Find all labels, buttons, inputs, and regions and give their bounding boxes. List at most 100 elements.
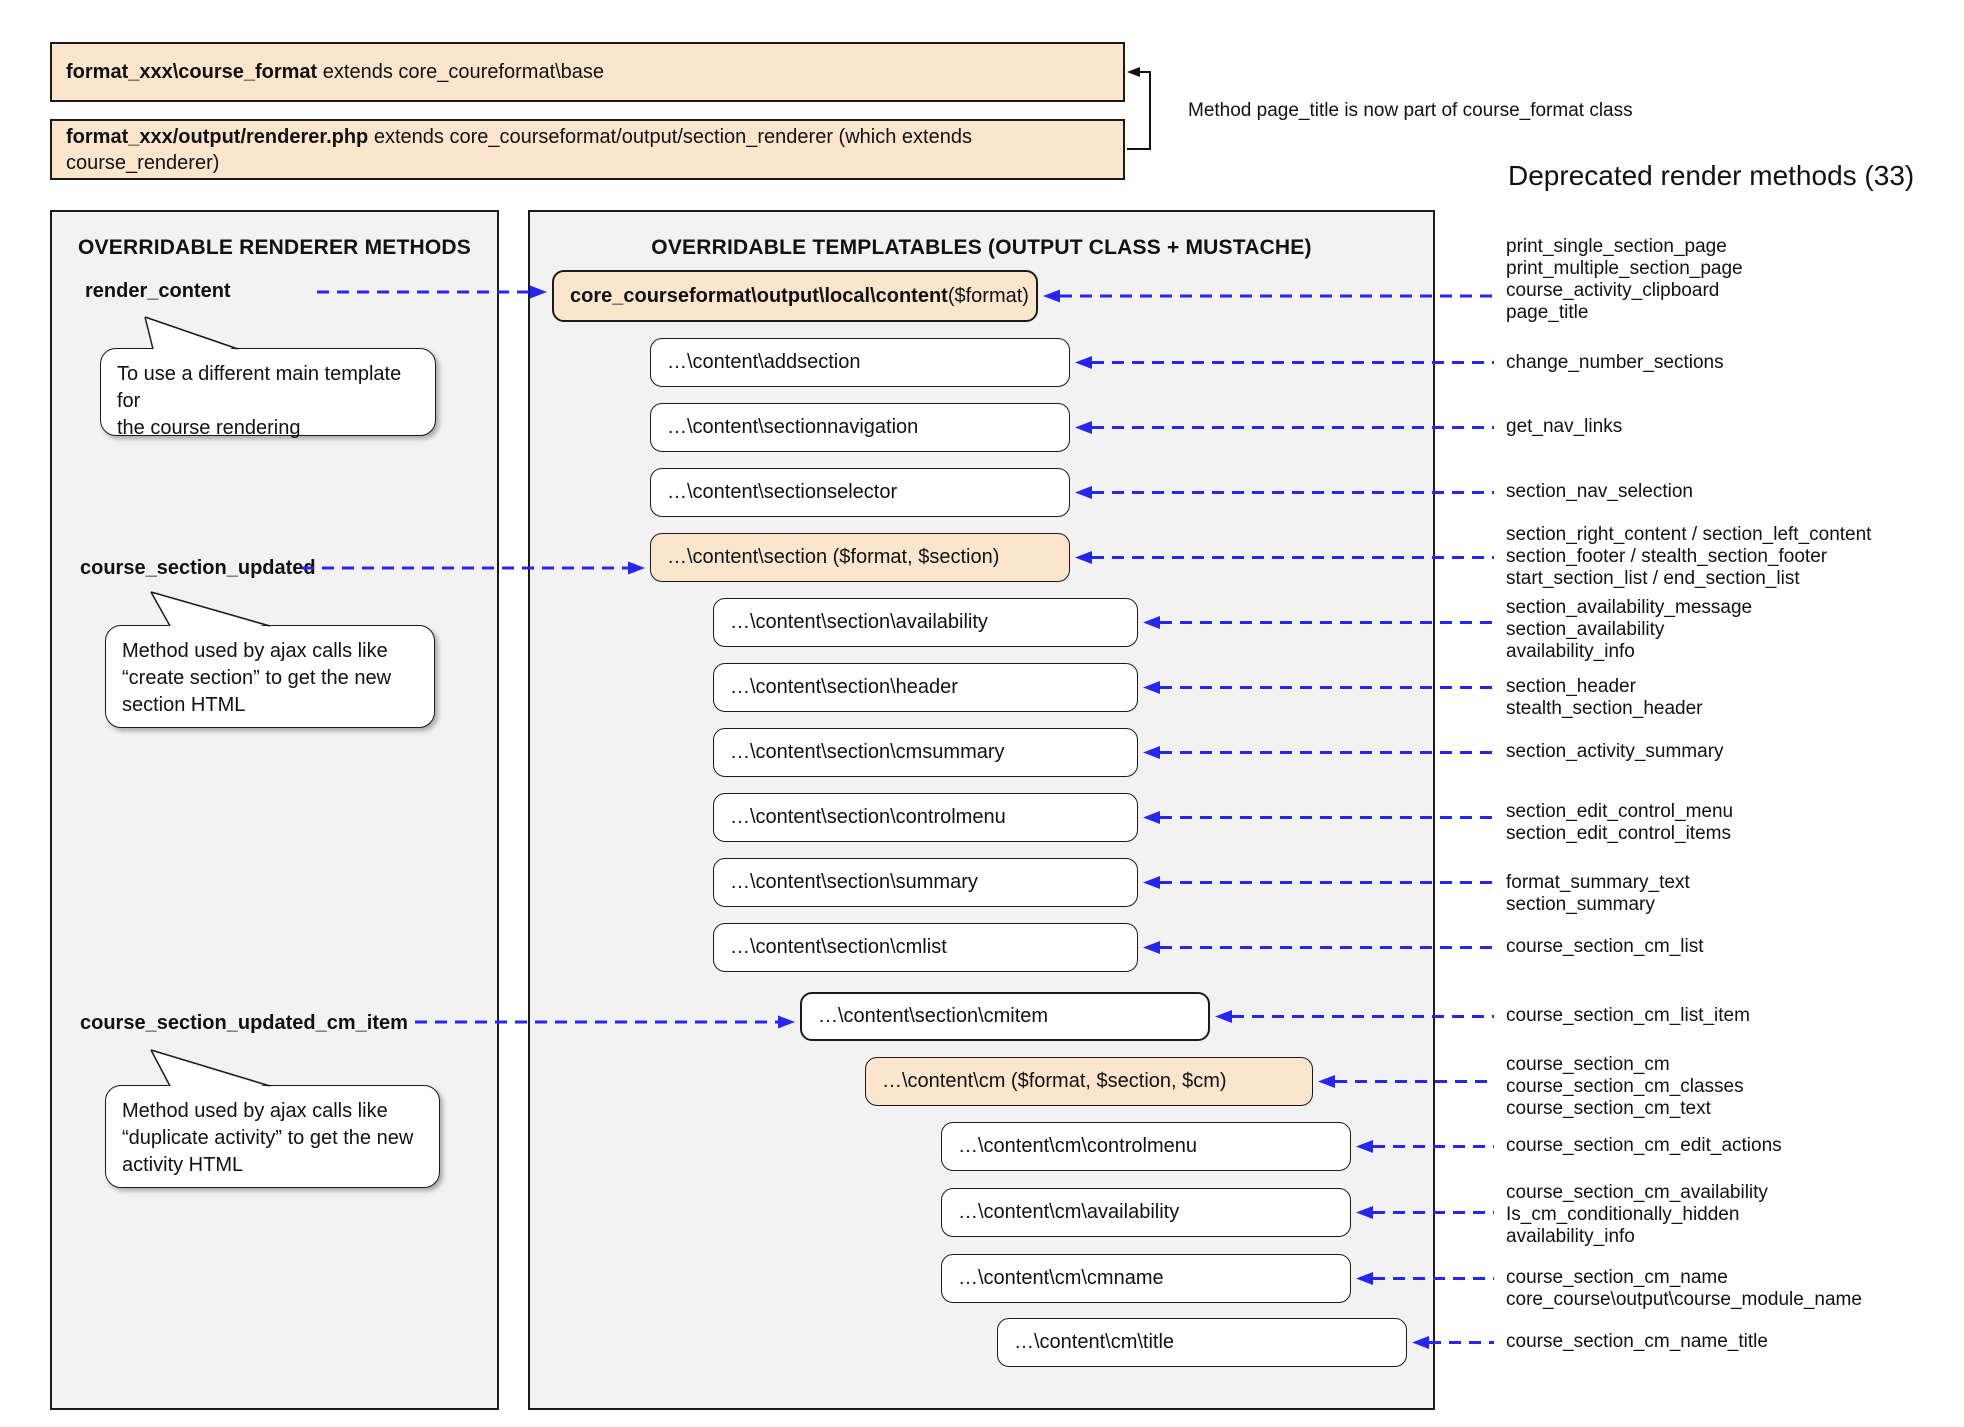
- class-box-renderer: format_xxx/output/renderer.php extends c…: [50, 119, 1125, 180]
- templatable-label: …\content\cm\cmname: [958, 1267, 1164, 1289]
- class-box-course-format: format_xxx\course_format extends core_co…: [50, 42, 1125, 102]
- deprecated-method-name: availability_info: [1506, 641, 1635, 662]
- deprecated-method-group: course_section_cm_list_item: [1506, 1005, 1750, 1027]
- templatable-box: …\content\section\availability: [713, 598, 1138, 647]
- templatable-box: …\content\section\controlmenu: [713, 793, 1138, 842]
- deprecated-method-name: change_number_sections: [1506, 352, 1724, 373]
- class-extends: extends core_coureformat\base: [317, 61, 605, 83]
- deprecated-method-name: section_summary: [1506, 894, 1655, 915]
- templatable-box: …\content\section ($format, $section): [650, 533, 1070, 582]
- renderer-method-label: course_section_updated: [80, 557, 316, 579]
- templatable-box: …\content\section\cmlist: [713, 923, 1138, 972]
- bubble-line: “duplicate activity” to get the new: [122, 1127, 414, 1149]
- deprecated-methods-title: Deprecated render methods (33): [1508, 160, 1915, 191]
- bubble-line: To use a different main template for: [117, 363, 402, 412]
- deprecated-method-name: course_section_cm_classes: [1506, 1076, 1744, 1097]
- templatable-box: …\content\section\cmitem: [800, 992, 1210, 1041]
- renderer-method-label: render_content: [85, 280, 231, 302]
- deprecated-method-name: format_summary_text: [1506, 872, 1690, 893]
- templatable-label: …\content\addsection: [667, 351, 861, 373]
- bubble-line: activity HTML: [122, 1154, 244, 1176]
- bubble-line: Method used by ajax calls like: [122, 1100, 388, 1122]
- templatable-label: …\content\cm\title: [1014, 1331, 1175, 1353]
- deprecated-method-group: section_nav_selection: [1506, 481, 1693, 503]
- deprecated-method-name: course_section_cm_name: [1506, 1267, 1728, 1288]
- deprecated-method-name: course_section_cm: [1506, 1054, 1670, 1075]
- deprecated-method-name: section_header: [1506, 676, 1636, 697]
- deprecated-method-name: section_edit_control_menu: [1506, 801, 1734, 822]
- templatable-label: …\content\section\cmitem: [818, 1005, 1049, 1027]
- deprecated-method-group: course_section_cm_list: [1506, 936, 1703, 958]
- deprecated-method-name: course_section_cm_availability: [1506, 1182, 1768, 1203]
- method-note-bubble: Method used by ajax calls like “duplicate…: [105, 1085, 440, 1188]
- templatable-label: …\content\section\cmlist: [730, 936, 947, 958]
- deprecated-method-name: stealth_section_header: [1506, 698, 1703, 719]
- templatable-label: …\content\section ($format, $section): [667, 546, 1000, 568]
- class-name: format_xxx/output/renderer.php: [66, 125, 369, 148]
- templatable-box: …\content\section\summary: [713, 858, 1138, 907]
- templatable-class-name: core_courseformat\output\local\content: [570, 284, 948, 307]
- deprecated-method-name: course_section_cm_list: [1506, 936, 1704, 957]
- deprecated-method-group: change_number_sections: [1506, 352, 1724, 374]
- bubble-line: “create section” to get the new: [122, 667, 392, 689]
- templatable-box: …\content\cm\availability: [941, 1188, 1351, 1237]
- templatable-box: …\content\cm\title: [997, 1318, 1407, 1367]
- deprecated-method-group: course_section_cm_edit_actions: [1506, 1135, 1782, 1157]
- templatable-box: …\content\sectionnavigation: [650, 403, 1070, 452]
- templatable-label: …\content\section\cmsummary: [730, 741, 1005, 763]
- deprecated-method-name: section_availability_message: [1506, 597, 1753, 618]
- templatable-params: ($format): [947, 284, 1029, 307]
- bracket-note: Method page_title is now part of course_…: [1188, 100, 1633, 121]
- templatable-box: …\content\cm\controlmenu: [941, 1122, 1351, 1171]
- deprecated-method-name: section_activity_summary: [1506, 741, 1724, 762]
- deprecated-method-name: course_activity_clipboard: [1506, 280, 1720, 301]
- deprecated-method-name: start_section_list / end_section_list: [1506, 568, 1800, 589]
- deprecated-method-name: course_section_cm_name_title: [1506, 1331, 1768, 1352]
- deprecated-method-name: core_course\output\course_module_name: [1506, 1289, 1862, 1310]
- class-name: format_xxx\course_format: [66, 61, 318, 83]
- bubble-line: the course rendering: [117, 417, 301, 439]
- deprecated-method-group: get_nav_links: [1506, 416, 1622, 438]
- deprecated-method-name: print_multiple_section_page: [1506, 258, 1743, 279]
- templatable-box: …\content\cm\cmname: [941, 1254, 1351, 1303]
- templatable-box: …\content\addsection: [650, 338, 1070, 387]
- deprecated-method-name: section_right_content / section_left_con…: [1506, 524, 1872, 545]
- deprecated-method-name: course_section_cm_list_item: [1506, 1005, 1750, 1026]
- deprecated-method-name: section_availability: [1506, 619, 1665, 640]
- deprecated-method-name: course_section_cm_edit_actions: [1506, 1135, 1782, 1156]
- deprecated-method-group: section_activity_summary: [1506, 741, 1724, 763]
- renderer-methods-panel-title: OVERRIDABLE RENDERER METHODS: [78, 236, 471, 259]
- bubble-line: Method used by ajax calls like: [122, 640, 388, 662]
- templatable-label: …\content\section\header: [730, 676, 958, 698]
- deprecated-method-name: page_title: [1506, 302, 1589, 323]
- templatable-box: …\content\section\header: [713, 663, 1138, 712]
- templatable-label: …\content\sectionselector: [667, 481, 898, 503]
- templatable-label: …\content\sectionnavigation: [667, 416, 919, 438]
- deprecated-method-name: section_edit_control_items: [1506, 823, 1731, 844]
- templatable-label: …\content\section\availability: [730, 611, 988, 633]
- templatable-label: …\content\cm\controlmenu: [958, 1135, 1197, 1157]
- deprecated-method-group: section_right_content / section_left_con…: [1506, 524, 1871, 590]
- deprecated-method-name: get_nav_links: [1506, 416, 1623, 437]
- templatable-box: …\content\sectionselector: [650, 468, 1070, 517]
- templatable-label: …\content\section\controlmenu: [730, 806, 1006, 828]
- deprecated-method-name: Is_cm_conditionally_hidden: [1506, 1204, 1740, 1225]
- method-note-bubble: Method used by ajax calls like “create se…: [105, 625, 435, 728]
- templatable-box: …\content\section\cmsummary: [713, 728, 1138, 777]
- deprecated-method-name: availability_info: [1506, 1226, 1635, 1247]
- templatable-label: …\content\cm\availability: [958, 1201, 1180, 1223]
- deprecated-method-group: course_section_cm_name_title: [1506, 1331, 1768, 1353]
- bubble-line: section HTML: [122, 694, 246, 716]
- templatable-box: core_courseformat\output\local\content (…: [552, 270, 1038, 322]
- templatable-label: …\content\section\summary: [730, 871, 978, 893]
- class-extends: extends core_courseformat/output/section…: [66, 125, 972, 174]
